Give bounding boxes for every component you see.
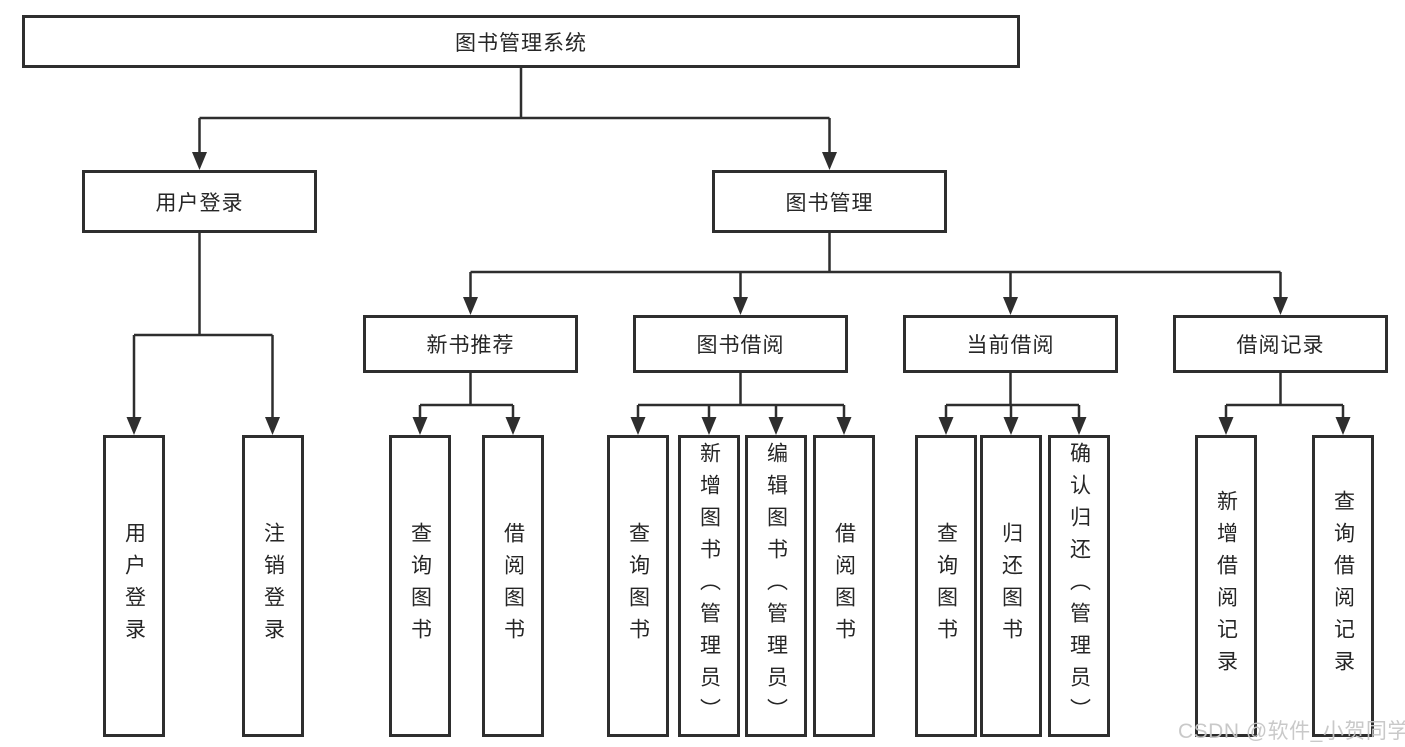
node-label: 用户登录 <box>155 191 244 215</box>
node-label: 查询图书 <box>934 522 958 650</box>
node-label: 新增图书（管理员） <box>697 442 721 730</box>
leaf-add-borrow-record: 新增借阅记录 <box>1195 435 1257 737</box>
node-book-borrow: 图书借阅 <box>633 315 848 373</box>
leaf-logout: 注销登录 <box>242 435 304 737</box>
node-label: 编辑图书（管理员） <box>764 442 788 730</box>
node-label: 图书借阅 <box>696 334 785 357</box>
node-label: 查询借阅记录 <box>1331 490 1355 682</box>
node-label: 新书推荐 <box>426 334 515 357</box>
node-label: 图书管理系统 <box>455 31 587 55</box>
node-label: 新增借阅记录 <box>1214 490 1238 682</box>
node-current-borrow: 当前借阅 <box>903 315 1118 373</box>
node-label: 注销登录 <box>261 522 285 650</box>
leaf-borrow-books-1: 借阅图书 <box>482 435 544 737</box>
node-label: 当前借阅 <box>966 334 1055 357</box>
node-book-management: 图书管理 <box>712 170 947 233</box>
node-label: 借阅图书 <box>832 522 856 650</box>
leaf-query-borrow-record: 查询借阅记录 <box>1312 435 1374 737</box>
node-label: 归还图书 <box>999 522 1023 650</box>
leaf-add-book-admin: 新增图书（管理员） <box>678 435 740 737</box>
node-label: 图书管理 <box>785 191 874 215</box>
node-new-book-recommend: 新书推荐 <box>363 315 578 373</box>
node-borrow-records: 借阅记录 <box>1173 315 1388 373</box>
node-label: 借阅图书 <box>501 522 525 650</box>
leaf-user-login: 用户登录 <box>103 435 165 737</box>
leaf-query-books-2: 查询图书 <box>607 435 669 737</box>
node-label: 查询图书 <box>626 522 650 650</box>
leaf-return-book: 归还图书 <box>980 435 1042 737</box>
node-user-login: 用户登录 <box>82 170 317 233</box>
csdn-watermark: CSDN @软件_小贺同学 <box>1178 720 1405 743</box>
arrow-down-icons <box>126 152 1351 435</box>
connector-paths <box>132 68 1345 418</box>
leaf-confirm-return-admin: 确认归还（管理员） <box>1048 435 1110 737</box>
leaf-edit-book-admin: 编辑图书（管理员） <box>745 435 807 737</box>
leaf-query-books-3: 查询图书 <box>915 435 977 737</box>
node-label: 借阅记录 <box>1236 334 1325 357</box>
leaf-query-books-1: 查询图书 <box>389 435 451 737</box>
node-label: 确认归还（管理员） <box>1067 442 1091 730</box>
node-root-system: 图书管理系统 <box>22 15 1020 68</box>
leaf-borrow-books-2: 借阅图书 <box>813 435 875 737</box>
node-label: 用户登录 <box>122 522 146 650</box>
node-label: 查询图书 <box>408 522 432 650</box>
